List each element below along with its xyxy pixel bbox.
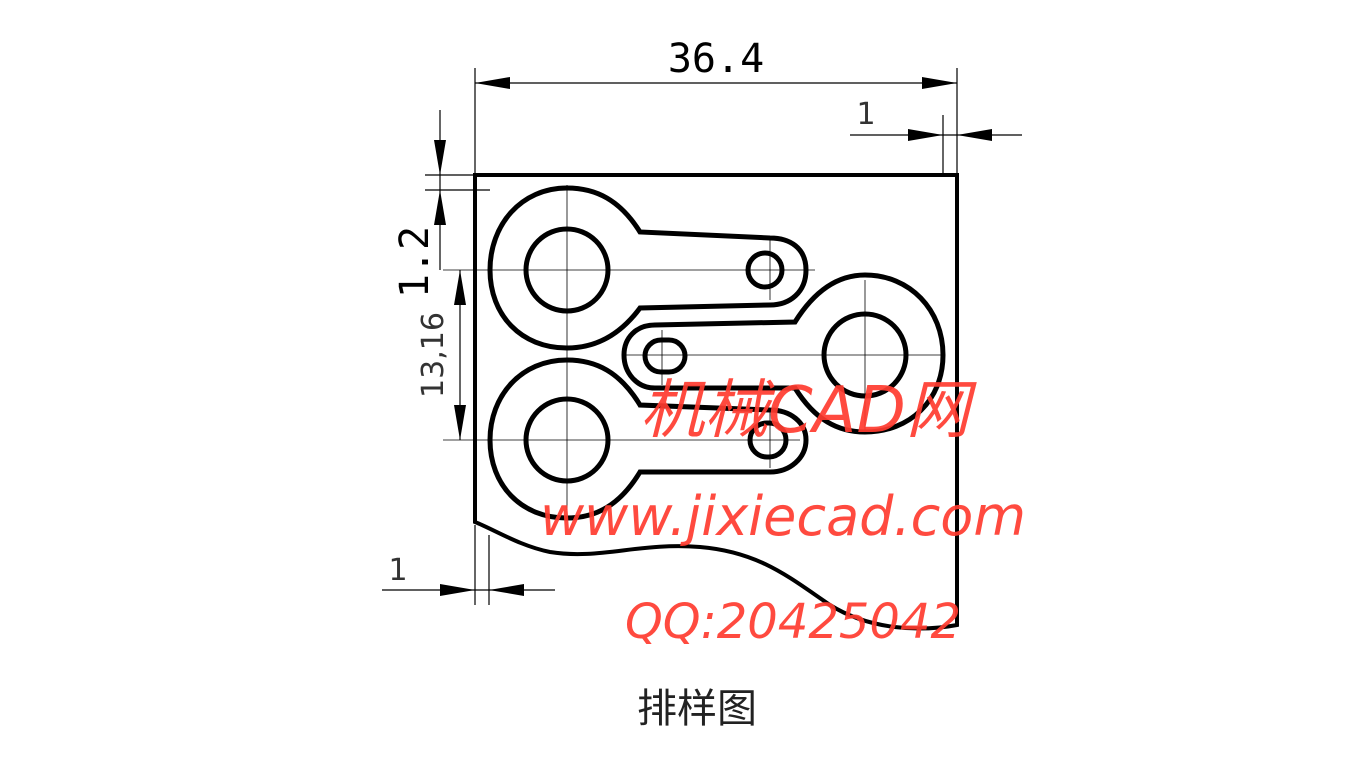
dim-pitch-label: 13,16 — [416, 312, 451, 398]
part-bottom-slot — [747, 420, 789, 460]
part-middle-slot — [642, 337, 688, 375]
part-middle-hole — [821, 311, 909, 399]
part-bottom-hole — [523, 396, 611, 484]
dim-width-label: 36.4 — [668, 36, 764, 82]
watermark-line-3: QQ:20425042 — [625, 594, 961, 650]
center-lines — [443, 185, 945, 510]
dim-left-margin-label: 1 — [388, 553, 407, 588]
part-bottom-outline — [487, 357, 809, 521]
part-bottom — [487, 357, 809, 521]
dim-top-gap — [425, 110, 490, 270]
dim-left-margin — [382, 525, 555, 605]
drawing-caption: 排样图 — [637, 686, 757, 732]
dim-right-margin — [850, 115, 1022, 175]
dim-width — [474, 68, 958, 175]
dim-right-margin-label: 1 — [856, 97, 875, 132]
dim-pitch — [454, 270, 466, 440]
part-middle-outline — [621, 272, 946, 435]
part-top-slot — [745, 250, 785, 290]
watermark-line-2: www.jixiecad.com — [540, 485, 1026, 548]
strip-outline — [473, 173, 959, 631]
dim-top-gap-label: 1.2 — [392, 226, 438, 298]
watermark-line-1: 机械CAD网 — [640, 374, 978, 448]
part-top — [487, 185, 809, 351]
part-top-outline — [487, 185, 809, 351]
part-middle — [621, 272, 946, 435]
part-top-hole — [523, 226, 611, 314]
